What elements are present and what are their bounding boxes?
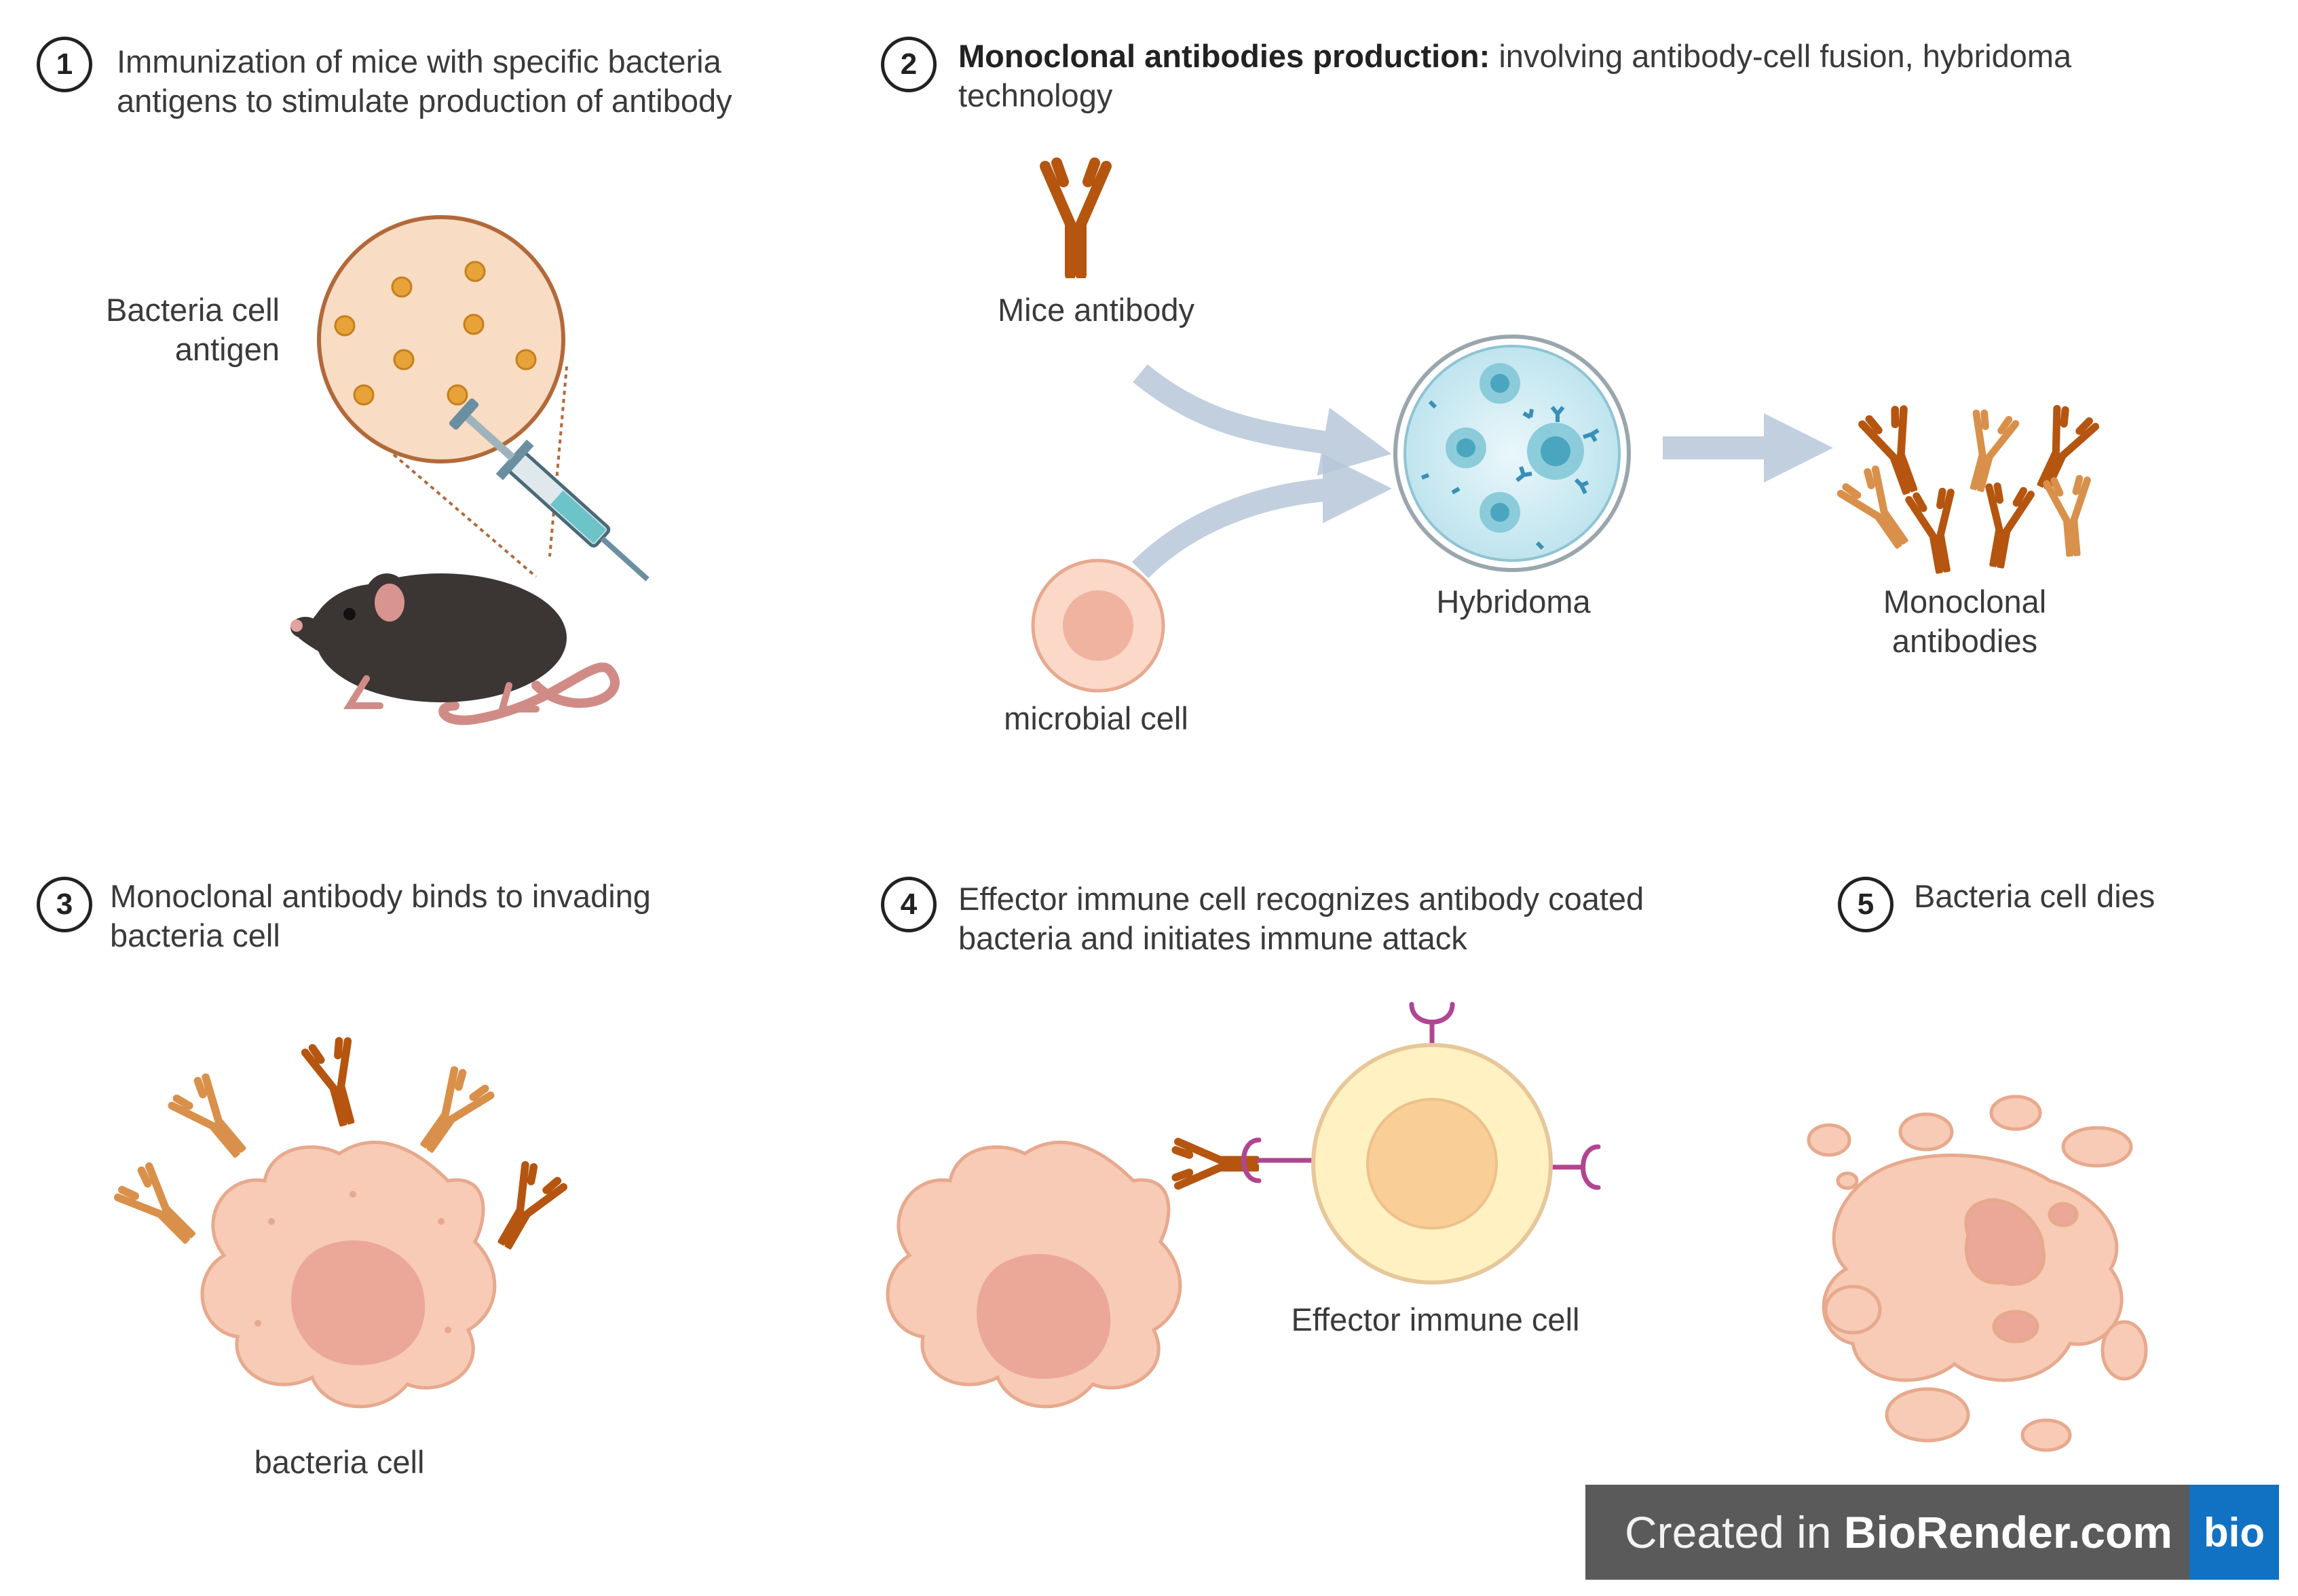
- step-3-number: 3: [37, 877, 92, 932]
- hybridoma-dish: [1393, 335, 1631, 572]
- biorender-badge[interactable]: Created in BioRender.com bio: [1585, 1485, 2279, 1580]
- step-2-bold: Monoclonal antibodies production:: [958, 38, 1490, 74]
- step-1-number: 1: [37, 37, 92, 92]
- label-hybridoma: Hybridoma: [1436, 584, 1591, 620]
- bacteria-cell-step4: [886, 1141, 1182, 1409]
- label-monoclonal: Monoclonal antibodies: [1883, 584, 2047, 659]
- label-mice-antibody: Mice antibody: [998, 292, 1194, 328]
- label-bacteria-cell: bacteria cell: [254, 1444, 425, 1480]
- step-1-text: Immunization of mice with specific bacte…: [117, 43, 732, 119]
- step-2-rest: involving antibody-cell fusion, hybridom…: [958, 38, 2072, 113]
- step-2-text: Monoclonal antibodies production: involv…: [958, 37, 2180, 115]
- label-microbial-cell: microbial cell: [1004, 700, 1188, 736]
- step-5-number: 5: [1838, 877, 1894, 932]
- step-3-text: Monoclonal antibody binds to invading ba…: [110, 878, 651, 953]
- arrow-cell-to-hybridoma: [1131, 454, 1392, 579]
- antigen-magnifier: [317, 215, 568, 578]
- badge-brand: BioRender.com: [1843, 1507, 2172, 1557]
- step-4-number: 4: [881, 877, 937, 932]
- step-2-number: 2: [881, 37, 937, 92]
- label-antigen: Bacteria cell antigen: [106, 292, 280, 367]
- bacteria-cell-step3: [200, 1141, 497, 1409]
- microbial-cell: [1031, 558, 1165, 693]
- syringe-icon: [449, 398, 649, 582]
- mice-antibody-icon: [1045, 163, 1106, 275]
- dead-bacteria-fragments: [1807, 1095, 2148, 1452]
- arrow-antibody-to-hybridoma: [1133, 364, 1392, 476]
- biorender-logo-icon: bio: [2189, 1485, 2279, 1580]
- effector-immune-cell: [1241, 1002, 1601, 1285]
- monoclonal-antibodies-icons: [1839, 406, 2096, 574]
- antigen-dots: [334, 261, 537, 406]
- badge-text: Created in BioRender.com: [1585, 1506, 2172, 1558]
- label-effector: Effector immune cell: [1291, 1302, 1580, 1337]
- step-4-text: Effector immune cell recognizes antibody…: [958, 881, 1644, 956]
- mouse-icon: [290, 573, 620, 725]
- step-5-text: Bacteria cell dies: [1914, 878, 2155, 914]
- badge-prefix: Created in: [1625, 1507, 1844, 1557]
